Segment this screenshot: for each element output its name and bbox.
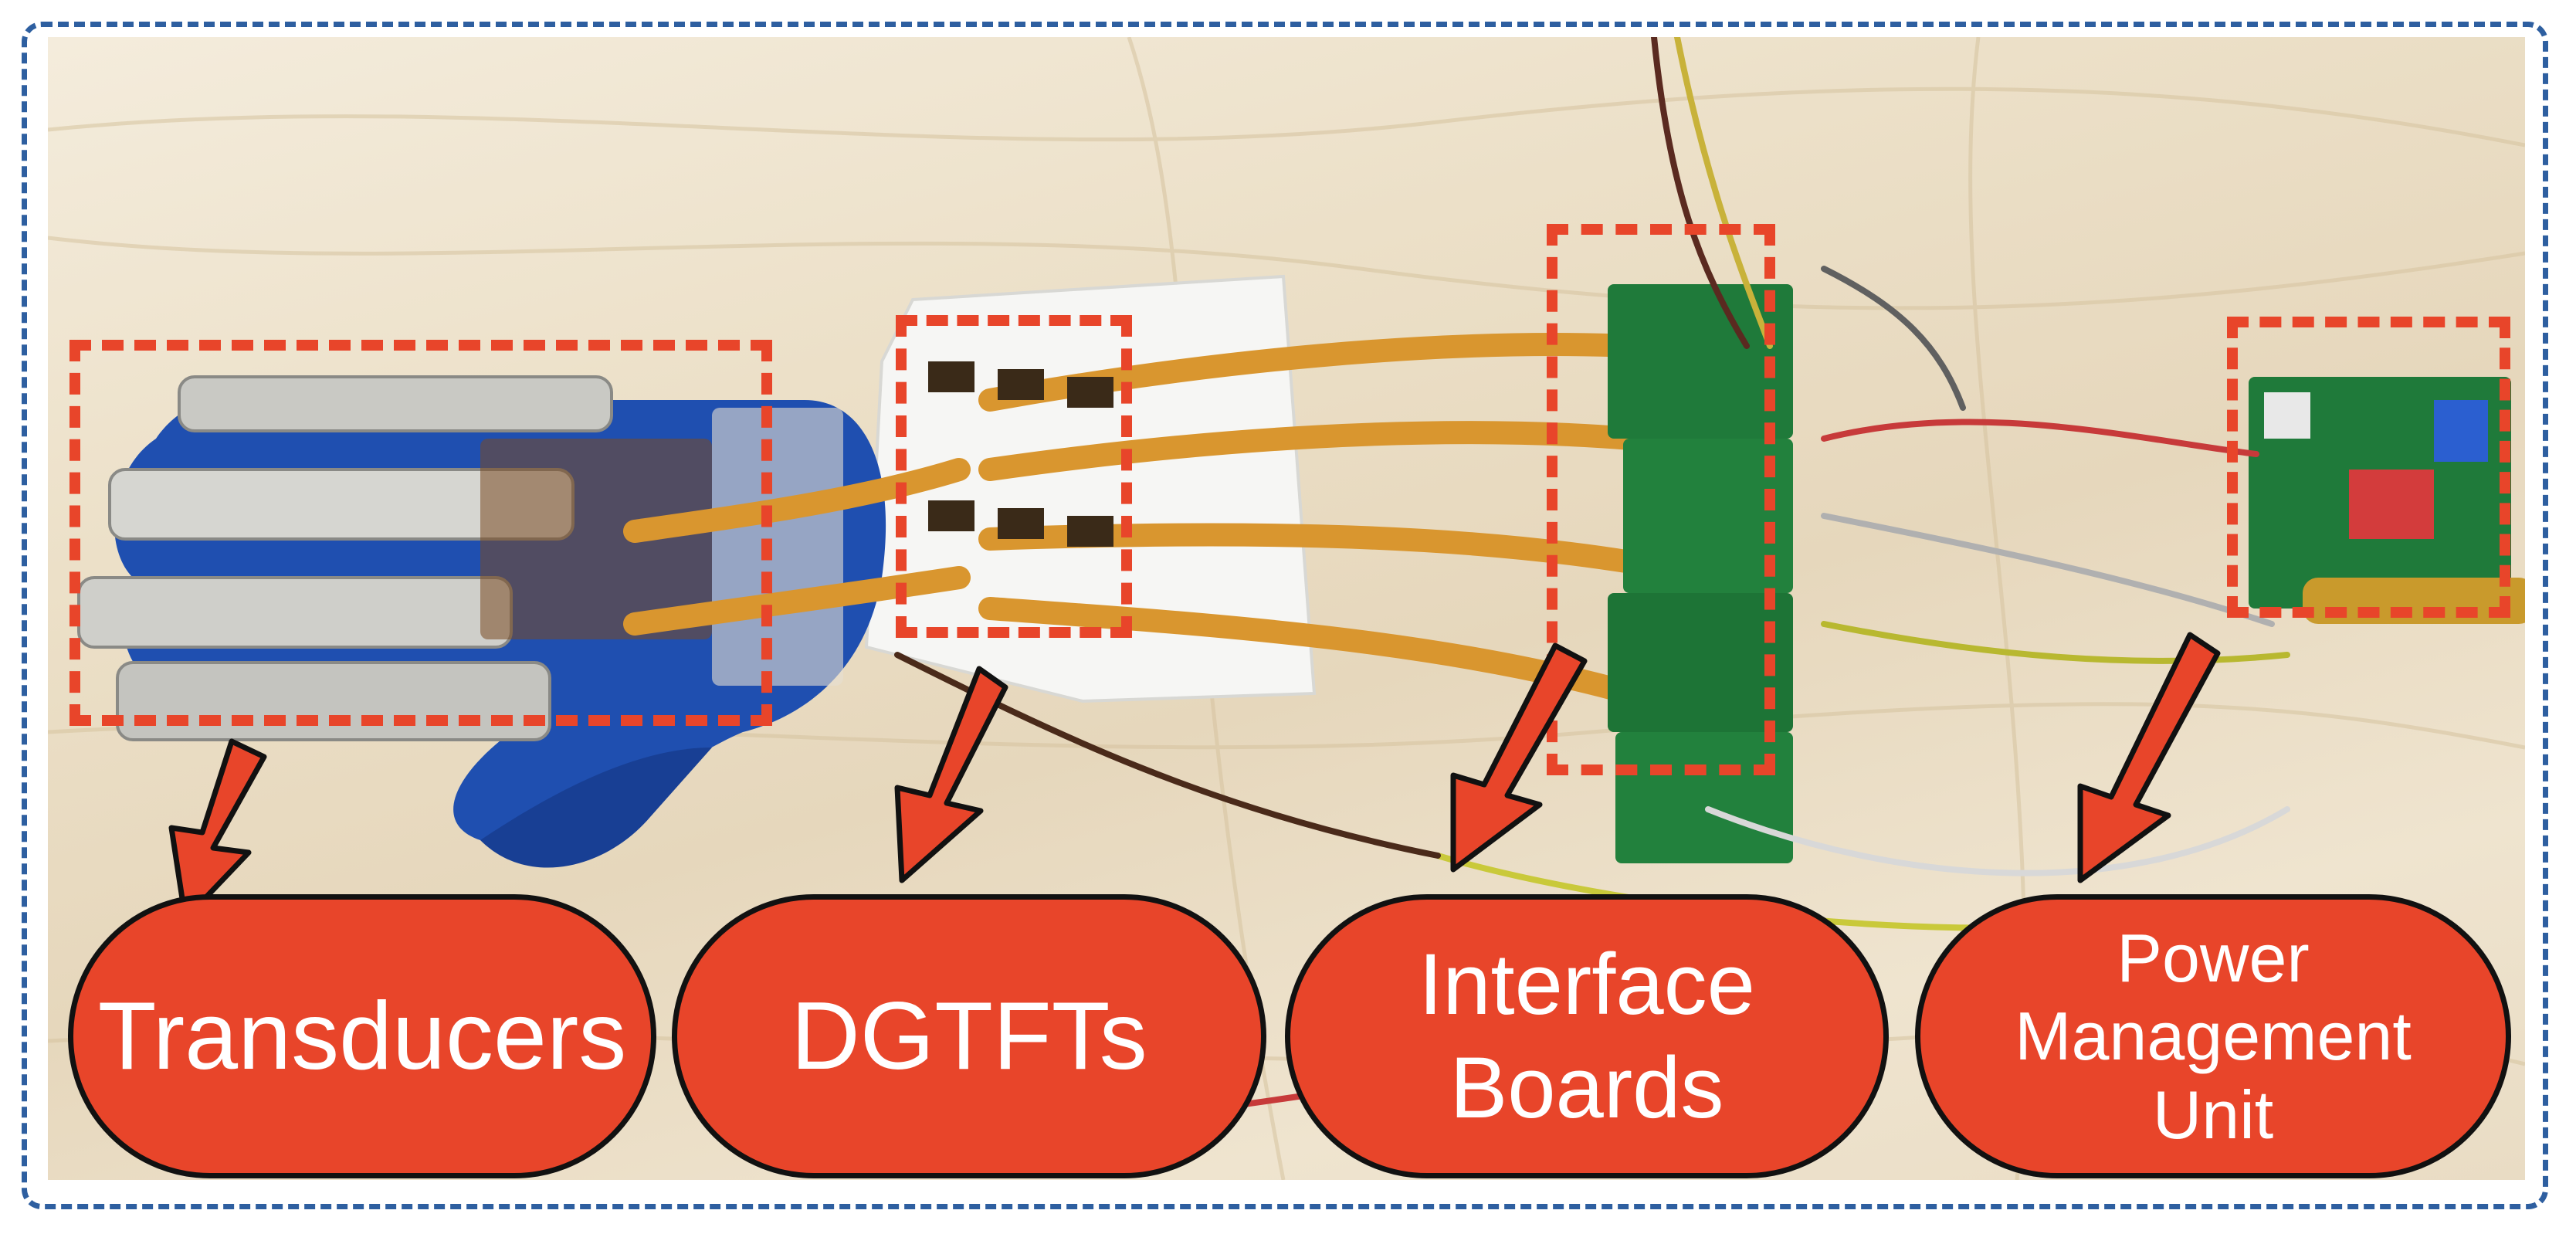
label-pill-dgtfts: DGTFTs: [672, 894, 1266, 1178]
dgtft-chips: [928, 361, 1113, 547]
label-pill-interface-boards: Interface Boards: [1285, 894, 1889, 1178]
label-transducers: Transducers: [97, 983, 627, 1090]
callout-box-dgtfts: [896, 315, 1132, 638]
arrow-transducers: [168, 738, 267, 922]
callout-box-power-management-unit: [2227, 317, 2510, 618]
arrow-interface-boards: [1450, 642, 1588, 873]
label-dgtfts: DGTFTs: [791, 983, 1147, 1090]
arrow-dgtfts: [894, 666, 1008, 883]
callout-box-transducers: [69, 340, 772, 726]
callout-box-interface-boards: [1547, 224, 1775, 775]
label-power-management-unit: Power Management Unit: [2015, 920, 2412, 1153]
label-pill-power-management-unit: Power Management Unit: [1915, 894, 2511, 1178]
paper-sheet: [864, 274, 1317, 703]
figure-frame: [22, 22, 2548, 1209]
arrow-power-management-unit: [2077, 632, 2221, 883]
label-interface-boards: Interface Boards: [1418, 935, 1755, 1136]
label-pill-transducers: Transducers: [68, 894, 656, 1178]
